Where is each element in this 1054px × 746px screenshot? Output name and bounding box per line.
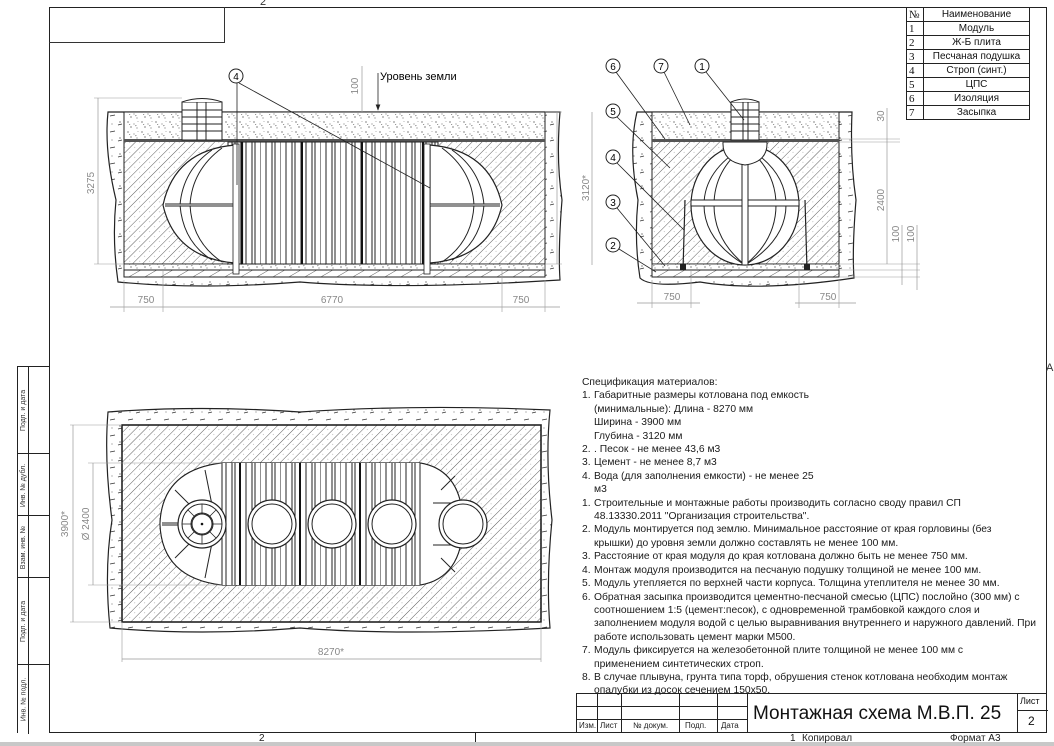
tb-col-label: Лист <box>600 721 618 730</box>
rule-item: 3.Расстояние от края модуля до края котл… <box>582 551 968 563</box>
dim-front-length: 6770 <box>321 295 344 306</box>
footer-divider <box>475 733 476 742</box>
plan-port <box>247 499 297 549</box>
side-callout-2: 2 <box>605 237 657 273</box>
material-line: м3 <box>594 484 607 496</box>
svg-text:3: 3 <box>610 198 616 209</box>
dim-plan-length: 8270* <box>318 647 344 658</box>
dim-front-depth: 3275 <box>86 171 97 194</box>
rule-item: 8.В случае плывуна, грунта типа торф, об… <box>582 671 1008 697</box>
title-block: Изм. Лист № докум. Подп. Дата Монтажная … <box>576 693 1048 733</box>
front-sand <box>123 263 546 271</box>
rule-item: 7.Модуль фиксируется на железобетонной п… <box>582 645 964 670</box>
sheet-number: 2 <box>1028 714 1035 728</box>
side-callout-7: 7 <box>653 58 691 126</box>
rule-item: 2.Модуль монтируется под землю. Минималь… <box>582 524 992 549</box>
front-callout-circle <box>228 68 244 84</box>
dim-side-left-gap: 750 <box>664 292 681 303</box>
side-view: 6 7 1 5 4 3 2 30 2400 100 100 750 750 <box>605 58 920 308</box>
material-item: 2.. Песок - не менее 43,6 м3 <box>582 444 721 456</box>
plan-port <box>438 499 488 549</box>
rule-item: 1.Строительные и монтажные работы произв… <box>582 497 961 523</box>
plan-view: 3900* Ø 2400 8270* <box>60 406 553 662</box>
svg-text:7: 7 <box>658 62 664 73</box>
plan-manhole-main <box>177 499 227 549</box>
spec-notes: Спецификация материалов: 1.Габаритные ра… <box>582 376 1042 698</box>
drawing-frame <box>49 7 1047 733</box>
tb-col-label: Подп. <box>685 721 707 730</box>
page-shadow <box>0 742 1054 746</box>
zone-mark-right: A <box>1046 362 1054 374</box>
tb-col-label: Дата <box>721 721 739 730</box>
dim-front-cover: 100 <box>350 77 361 94</box>
front-tank-center <box>227 141 439 265</box>
svg-text:2: 2 <box>610 241 616 252</box>
dim-side-height: 2400 <box>876 188 887 211</box>
plan-port <box>367 499 417 549</box>
side-callout-3: 3 <box>605 194 666 267</box>
drawing-title: Монтажная схема М.В.П. 25 <box>753 703 1002 724</box>
plan-port <box>307 499 357 549</box>
front-slab <box>123 269 546 278</box>
dim-side-right-gap: 750 <box>820 292 837 303</box>
front-manhole <box>181 101 223 141</box>
material-line: Ширина - 3900 мм <box>594 417 682 429</box>
material-line: (минимальные): Длина - 8270 мм <box>594 403 754 415</box>
side-callout-5: 5 <box>605 103 671 169</box>
tb-col-label: № докум. <box>633 721 669 730</box>
top-stamp-box <box>49 7 225 43</box>
side-stamp: Подп. и дата Инв. № дубл. Взам. инв. № П… <box>17 366 50 734</box>
dim-side-depth: 3120* <box>581 175 592 201</box>
footer-page-mark: 1 <box>790 733 796 744</box>
material-item: 1.Габаритные размеры котлована под емкос… <box>582 390 809 402</box>
sheet-label: Лист <box>1020 696 1040 706</box>
material-item: 3.Цемент - не менее 8,7 м3 <box>582 457 717 469</box>
front-strap <box>423 143 431 275</box>
front-strap <box>232 143 240 275</box>
side-slab <box>651 269 840 278</box>
ground-level-label: Уровень земли <box>380 71 457 83</box>
spec-title: Спецификация материалов: <box>582 377 718 388</box>
front-view: 4 Уровень земли 100 3275 750 6770 750 31… <box>86 66 593 312</box>
dim-plan-width: 3900* <box>60 511 71 537</box>
footer-copied: Копировал <box>802 733 853 744</box>
rule-item: 6.Обратная засыпка производится цементно… <box>582 591 1037 643</box>
zone-mark-top: 2 <box>260 0 267 8</box>
dim-side-slab: 100 <box>891 225 902 242</box>
front-insulation <box>124 139 545 142</box>
material-line: Глубина - 3120 мм <box>594 430 683 442</box>
dim-side-sand: 100 <box>906 225 917 242</box>
svg-text:5: 5 <box>610 107 616 118</box>
material-item: 4.Вода (для заполнения емкости) - не мен… <box>582 470 814 482</box>
svg-text:6: 6 <box>610 62 616 73</box>
tb-col-label: Изм. <box>579 721 597 730</box>
rule-item: 4.Монтаж модуля производится на песчаную… <box>582 564 982 576</box>
svg-text:4: 4 <box>610 153 616 164</box>
zone-mark-bottom: 2 <box>259 733 265 744</box>
side-callout-1: 1 <box>694 58 745 121</box>
side-manhole <box>730 101 760 141</box>
dim-front-left-gap: 750 <box>138 295 155 306</box>
dim-plan-diameter: Ø 2400 <box>81 507 92 540</box>
footer-format: Формат A3 <box>950 733 1001 744</box>
side-callout-4: 4 <box>605 149 685 231</box>
front-callout-label: 4 <box>233 72 239 83</box>
rule-item: 5.Модуль утепляется по верхней части кор… <box>582 578 1000 590</box>
svg-text:1: 1 <box>699 62 705 73</box>
side-callout-6: 6 <box>605 58 666 140</box>
dim-front-right-gap: 750 <box>513 295 530 306</box>
dim-side-insulation: 30 <box>876 110 887 122</box>
